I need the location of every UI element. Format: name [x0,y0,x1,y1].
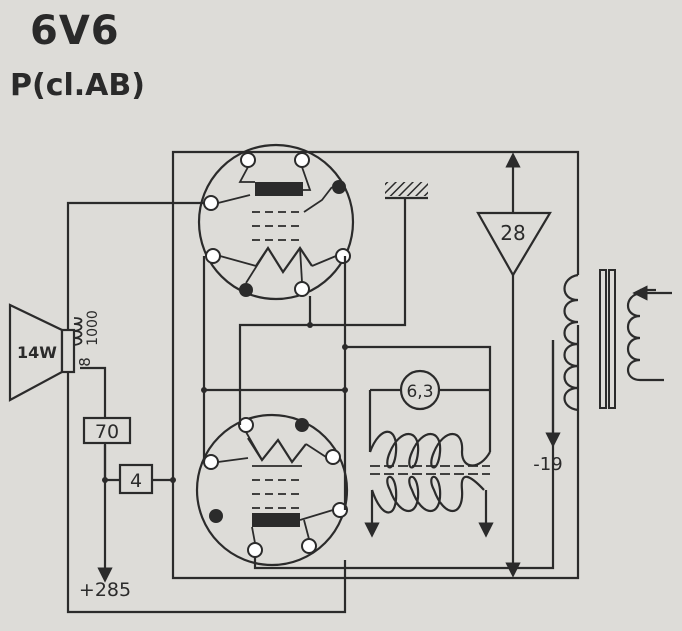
pin [239,283,253,297]
anode-upper [255,182,303,196]
pin [325,449,341,465]
speaker-impedance: 8 [76,357,94,367]
pin [301,538,317,554]
resistor-4-label: 4 [130,470,142,492]
pin [203,195,219,211]
triangle-block [476,211,552,278]
pin [335,248,351,264]
resistor-70 [82,416,132,445]
pin [295,418,309,432]
resistor-4 [118,463,154,495]
supply-voltage: +285 [79,579,131,601]
pin [332,180,346,194]
pin [203,454,219,470]
wiring [66,150,672,614]
operating-mode: P(cl.AB) [10,68,145,103]
ground-hatch [385,182,428,196]
triangle-value: 28 [500,221,525,245]
tube-title: 6V6 [30,8,120,54]
tube-upper [197,143,355,301]
pin [205,248,221,264]
pin [209,509,223,523]
coil-ohms: 1000 [85,310,101,346]
tube-lower [195,413,349,567]
pin [294,152,310,168]
pin [294,281,310,297]
speaker-power: 14W [17,343,57,362]
speaker [8,303,83,402]
heater-voltage: 6,3 [406,382,433,402]
pin [247,542,263,558]
bias-supply: -19 [533,454,562,475]
anode-lower [252,513,300,527]
heater-transformer [364,369,494,538]
output-transformer [563,269,641,412]
resistor-70-label: 70 [95,421,119,443]
pin [240,152,256,168]
